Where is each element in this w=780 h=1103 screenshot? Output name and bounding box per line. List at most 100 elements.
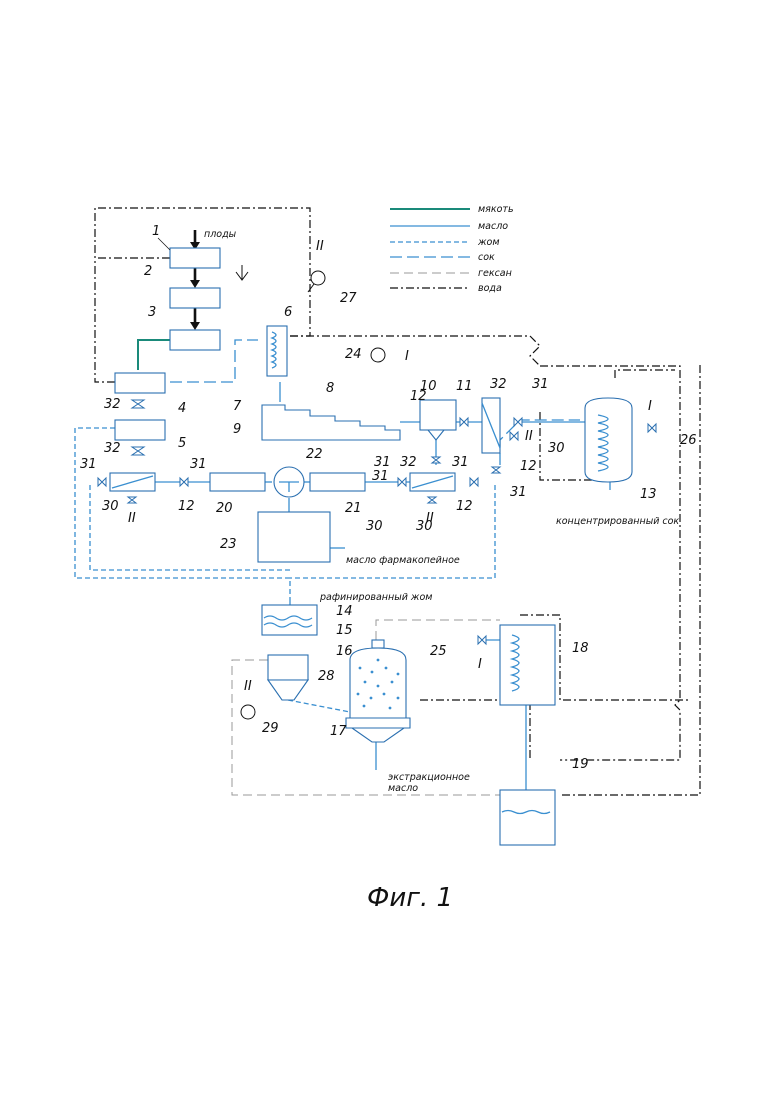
valve-32-a bbox=[132, 400, 144, 408]
unit-13-evaporator bbox=[585, 398, 632, 482]
number-30-b: 30 bbox=[366, 519, 383, 534]
legend-label-pomace: жом bbox=[477, 237, 500, 248]
unit-23-oil-tank bbox=[258, 512, 330, 562]
number-17: 17 bbox=[330, 724, 347, 739]
valve-25 bbox=[478, 636, 486, 644]
valve-32-b bbox=[132, 447, 144, 455]
equipment bbox=[110, 248, 632, 845]
unit-4-press bbox=[115, 373, 165, 393]
number-12-a: 12 bbox=[178, 499, 195, 514]
number-9: 9 bbox=[233, 422, 241, 437]
number-12-c: 12 bbox=[520, 459, 537, 474]
number-7: 7 bbox=[233, 399, 242, 414]
number-30-c: 30 bbox=[548, 441, 565, 456]
number-31-d: 31 bbox=[452, 455, 469, 470]
valve-31-e bbox=[460, 418, 468, 426]
unit-1-washer bbox=[170, 248, 220, 268]
unit-11-tank bbox=[420, 400, 456, 430]
roman-two-marker: II bbox=[426, 511, 434, 526]
number-31-c: 31 bbox=[374, 455, 391, 470]
roman-two-marker: II bbox=[525, 429, 533, 444]
number-3: 3 bbox=[148, 305, 156, 320]
number-32-a: 32 bbox=[104, 397, 121, 412]
number-19: 19 bbox=[572, 757, 589, 772]
number-12-d: 12 bbox=[410, 389, 427, 404]
legend-label-juice: сок bbox=[478, 252, 495, 263]
number-14: 14 bbox=[336, 604, 353, 619]
number-32-b: 32 bbox=[104, 441, 121, 456]
legend: мякоть масло жом сок гексан вода bbox=[390, 204, 514, 294]
valve-30-a bbox=[128, 497, 136, 503]
label-extraction-oil-line2: масло bbox=[388, 783, 418, 794]
roman-two-marker: II bbox=[128, 511, 136, 526]
label-refined-pomace: рафинированный жом bbox=[319, 592, 432, 603]
valve-31-d bbox=[470, 478, 478, 486]
legend-label-water: вода bbox=[478, 283, 502, 294]
number-28: 28 bbox=[318, 669, 335, 684]
label-pharmacopoeia-oil: масло фармакопейное bbox=[346, 555, 460, 566]
number-27: 27 bbox=[340, 291, 357, 306]
pump-24-icon bbox=[371, 348, 385, 362]
extractor-cap bbox=[372, 640, 384, 648]
tank-11-cone bbox=[428, 430, 444, 440]
pump-27-icon bbox=[311, 271, 325, 285]
number-22: 22 bbox=[306, 447, 323, 462]
pump-29-icon bbox=[241, 705, 255, 719]
unit-6-heater bbox=[267, 326, 287, 376]
number-13: 13 bbox=[640, 487, 657, 502]
valve-26 bbox=[648, 424, 656, 432]
number-18: 18 bbox=[572, 641, 589, 656]
unit-20 bbox=[210, 473, 265, 491]
number-8: 8 bbox=[326, 381, 334, 396]
label-fruits: плоды bbox=[204, 229, 237, 240]
unit-16-extractor bbox=[350, 648, 406, 718]
number-25: 25 bbox=[430, 644, 447, 659]
number-4: 4 bbox=[178, 401, 186, 416]
unit-18-condenser bbox=[500, 625, 555, 705]
number-5: 5 bbox=[178, 436, 186, 451]
number-20: 20 bbox=[216, 501, 233, 516]
valve-32-c bbox=[432, 457, 440, 463]
number-12-b: 12 bbox=[456, 499, 473, 514]
legend-label-pulp: мякоть bbox=[478, 204, 514, 215]
valve-31-g bbox=[514, 418, 522, 426]
unit-3-crusher bbox=[170, 330, 220, 350]
number-26: 26 bbox=[680, 433, 697, 448]
unit-28-dryer bbox=[268, 655, 308, 680]
valve-30-b bbox=[428, 497, 436, 503]
fruit-feed bbox=[190, 230, 248, 330]
number-32-d: 32 bbox=[490, 377, 507, 392]
number-29: 29 bbox=[262, 721, 279, 736]
unit-2-sorter bbox=[170, 288, 220, 308]
valve-31-c bbox=[398, 478, 406, 486]
label-extraction-oil-line1: экстракционное bbox=[388, 772, 470, 783]
valve-31-f bbox=[492, 467, 500, 473]
pulp-line bbox=[138, 340, 170, 370]
roman-one-marker: I bbox=[478, 657, 482, 672]
roman-one-marker: I bbox=[405, 349, 409, 364]
number-31-b: 31 bbox=[190, 457, 207, 472]
unit-17-mesh bbox=[346, 718, 410, 728]
valve-31-a bbox=[98, 478, 106, 486]
legend-label-oil: масло bbox=[478, 221, 508, 232]
number-21: 21 bbox=[345, 501, 362, 516]
number-16: 16 bbox=[336, 644, 353, 659]
number-31-e: 31 bbox=[532, 377, 549, 392]
dryer-cone bbox=[268, 680, 308, 700]
legend-label-hexane: гексан bbox=[478, 268, 512, 279]
number-32-c: 32 bbox=[400, 455, 417, 470]
number-23: 23 bbox=[220, 537, 237, 552]
unit-8-settling-tank bbox=[262, 405, 400, 440]
figure-caption: Фиг. 1 bbox=[367, 883, 453, 913]
number-24: 24 bbox=[345, 347, 362, 362]
unit-19-separator bbox=[500, 790, 555, 845]
roman-two-marker: II bbox=[244, 679, 252, 694]
roman-one-marker: I bbox=[648, 399, 652, 414]
number-31-a: 31 bbox=[80, 457, 97, 472]
unit-5-separator bbox=[115, 420, 165, 440]
number-6: 6 bbox=[284, 305, 292, 320]
number-30-a: 30 bbox=[102, 499, 119, 514]
number-31-g: 31 bbox=[372, 469, 389, 484]
number-1: 1 bbox=[152, 224, 160, 239]
unit-21 bbox=[310, 473, 365, 491]
